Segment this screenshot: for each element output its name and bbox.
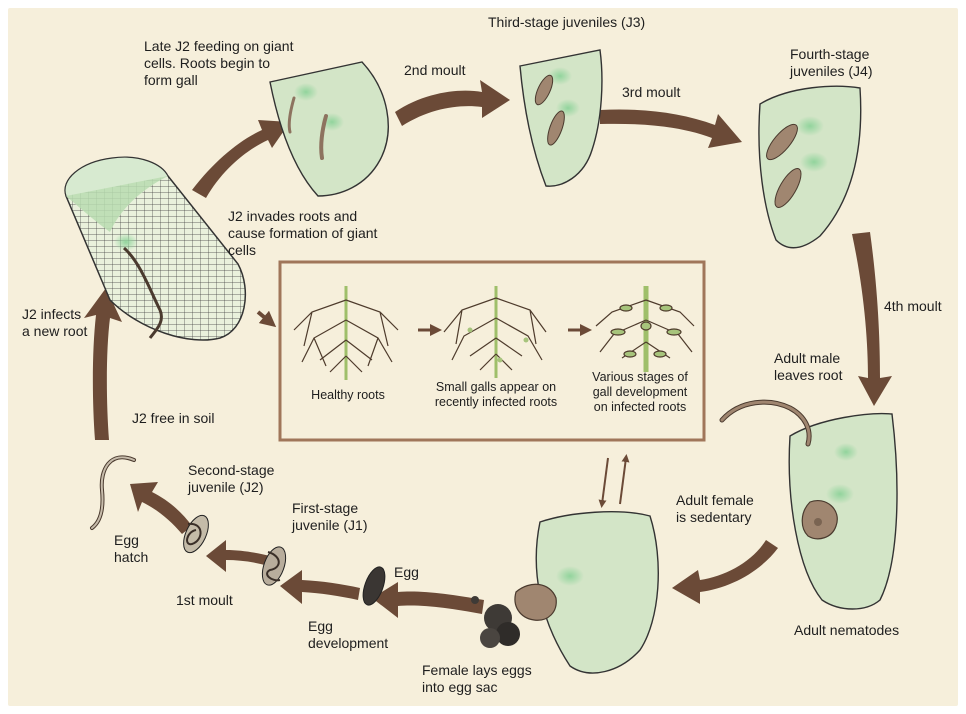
label-third-stage: Third-stage juveniles (J3) (488, 14, 645, 31)
label-2nd-moult: 2nd moult (404, 62, 465, 79)
arrow-1st-moult (206, 540, 270, 572)
j2-free-nematode (92, 457, 134, 528)
arrow-to-egg-laying (672, 540, 778, 604)
arrow-egg-hatch (130, 482, 192, 534)
label-j2-free: J2 free in soil (132, 410, 214, 427)
arrow-egg-development (280, 570, 360, 604)
j3-root-gall (520, 50, 602, 186)
label-female-lays: Female lays eggs into egg sac (422, 662, 532, 696)
label-late-j2: Late J2 feeding on giant cells. Roots be… (144, 38, 293, 89)
arrow-to-late-j2 (192, 120, 290, 198)
arrow-2nd-moult (395, 80, 510, 126)
arrow-to-egg (372, 582, 484, 618)
label-adult-male: Adult male leaves root (774, 350, 842, 384)
j4-root-gall (759, 86, 861, 247)
arrow-3rd-moult (600, 110, 742, 148)
label-fourth-stage: Fourth-stage juveniles (J4) (790, 46, 872, 80)
arrow-to-inset (258, 312, 270, 322)
inset-label-small-galls: Small galls appear on recently infected … (420, 380, 572, 410)
egg-laying-female-gall (471, 512, 658, 673)
label-j2-invades: J2 invades roots and cause formation of … (228, 208, 377, 259)
label-1st-moult: 1st moult (176, 592, 233, 609)
inset-label-various: Various stages of gall development on in… (580, 370, 700, 415)
label-egg-hatch: Egg hatch (114, 532, 148, 566)
inset-label-healthy: Healthy roots (300, 388, 396, 403)
label-4th-moult: 4th moult (884, 298, 942, 315)
arrow-inset-down (602, 458, 608, 504)
arrow-j2-infects-root (84, 288, 122, 440)
label-egg: Egg (394, 564, 419, 581)
arrow-4th-moult (852, 232, 892, 406)
label-adult-nematodes: Adult nematodes (794, 622, 899, 639)
first-stage-egg (258, 544, 290, 588)
label-egg-development: Egg development (308, 618, 388, 652)
arrow-inset-up (620, 458, 626, 504)
label-3rd-moult: 3rd moult (622, 84, 680, 101)
label-adult-female: Adult female is sedentary (676, 492, 754, 526)
label-second-stage: Second-stage juvenile (J2) (188, 462, 274, 496)
label-j2-infects: J2 infects a new root (22, 306, 87, 340)
label-first-stage: First-stage juvenile (J1) (292, 500, 367, 534)
